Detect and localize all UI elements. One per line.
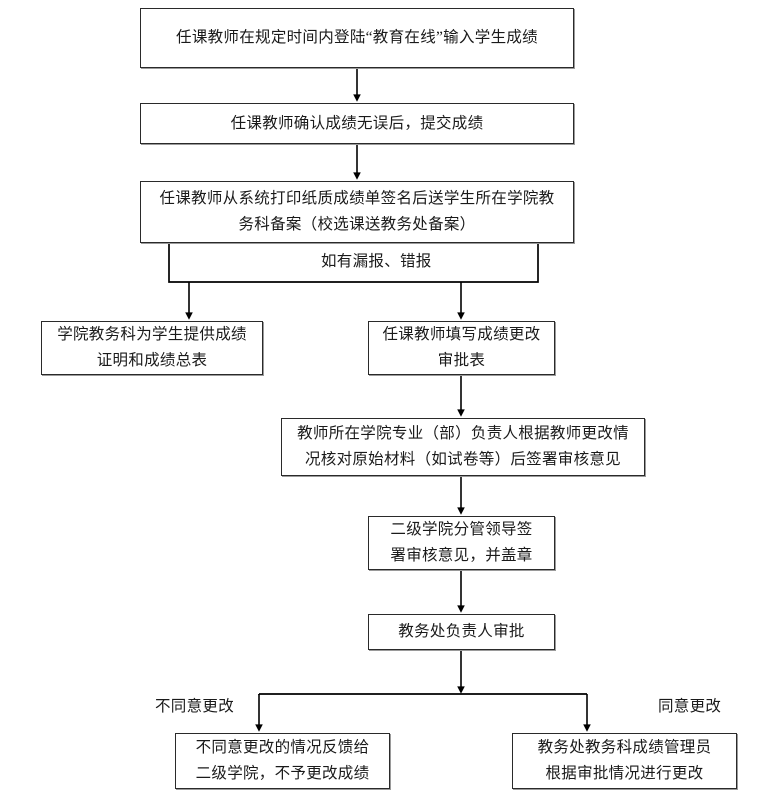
node-label: 教务处教务科成绩管理员 根据审批情况进行更改: [537, 739, 712, 782]
decision-node-academic-affairs-approval[interactable]: 教务处负责人审批: [368, 614, 555, 650]
node-label: 学院教务科为学生提供成绩 证明和成绩总表: [57, 326, 247, 369]
process-node-print-and-file[interactable]: 任课教师从系统打印纸质成绩单签名后送学生所在学院教 务科备案（校选课送教务处备案…: [140, 181, 574, 243]
connector-n8-split: [258, 650, 587, 695]
process-node-fill-change-form[interactable]: 任课教师填写成绩更改 审批表: [368, 321, 555, 375]
node-label: 任课教师从系统打印纸质成绩单签名后送学生所在学院教 务科备案（校选课送教务处备案…: [159, 190, 555, 233]
edge-label-change-approved: 同意更改: [658, 698, 722, 715]
process-node-department-review[interactable]: 教师所在学院专业（部）负责人根据教师更改情 况核对原始材料（如试卷等）后签署审核…: [281, 418, 645, 476]
process-node-approved-change[interactable]: 教务处教务科成绩管理员 根据审批情况进行更改: [512, 733, 737, 789]
node-label: 教务处负责人审批: [398, 623, 525, 640]
node-label: 任课教师确认成绩无误后，提交成绩: [230, 114, 484, 132]
process-node-issue-transcript[interactable]: 学院教务科为学生提供成绩 证明和成绩总表: [41, 321, 263, 375]
process-node-enter-grades[interactable]: 任课教师在规定时间内登陆“教育在线”输入学生成绩: [140, 8, 574, 68]
process-node-rejected-feedback[interactable]: 不同意更改的情况反馈给 二级学院，不予更改成绩: [175, 733, 390, 789]
edge-label-missing-or-wrong-report: 如有漏报、错报: [321, 253, 432, 270]
process-node-college-leader-sign[interactable]: 二级学院分管领导签 署审核意见，并盖章: [368, 516, 555, 570]
process-node-submit-grades[interactable]: 任课教师确认成绩无误后，提交成绩: [140, 103, 574, 144]
node-label: 任课教师填写成绩更改 审批表: [382, 326, 541, 369]
node-label: 任课教师在规定时间内登陆“教育在线”输入学生成绩: [176, 29, 538, 46]
node-label: 教师所在学院专业（部）负责人根据教师更改情 况核对原始材料（如试卷等）后签署审核…: [297, 425, 629, 468]
node-label: 二级学院分管领导签 署审核意见，并盖章: [390, 521, 533, 564]
node-label: 不同意更改的情况反馈给 二级学院，不予更改成绩: [195, 739, 370, 782]
edge-label-change-rejected: 不同意更改: [155, 698, 235, 715]
